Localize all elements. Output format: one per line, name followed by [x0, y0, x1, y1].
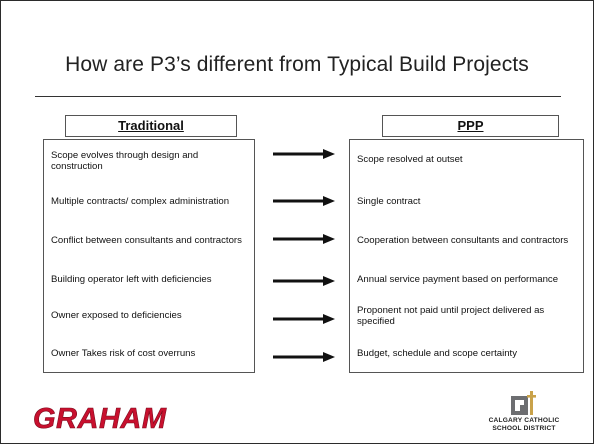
traditional-item-text: Owner exposed to deficiencies	[51, 310, 182, 322]
ppp-item: Cooperation between consultants and cont…	[350, 223, 583, 259]
cssd-logo-text: CALGARY CATHOLIC SCHOOL DISTRICT	[481, 417, 567, 432]
ppp-item: Proponent not paid until project deliver…	[350, 298, 583, 334]
traditional-item-text: Owner Takes risk of cost overruns	[51, 348, 196, 360]
traditional-item-text: Multiple contracts/ complex administrati…	[51, 196, 230, 208]
ppp-item: Scope resolved at outset	[350, 142, 583, 178]
traditional-header-label: Traditional	[118, 118, 184, 133]
traditional-box: Scope evolves through design and constru…	[43, 139, 255, 373]
ppp-item-text: Single contract	[357, 196, 421, 208]
slide-title: How are P3’s different from Typical Buil…	[65, 53, 529, 76]
cross-icon	[511, 391, 536, 415]
traditional-item-text: Building operator left with deficiencies	[51, 274, 212, 286]
ppp-item: Single contract	[350, 184, 583, 220]
arrow-right-icon	[273, 276, 335, 286]
ppp-box: Scope resolved at outset Single contract…	[349, 139, 584, 373]
traditional-item: Building operator left with deficiencies	[44, 262, 254, 298]
traditional-item-text: Scope evolves through design and constru…	[51, 149, 199, 173]
cssd-logo: CALGARY CATHOLIC SCHOOL DISTRICT	[481, 387, 567, 443]
traditional-item: Owner Takes risk of cost overruns	[44, 336, 254, 372]
cssd-line2: SCHOOL DISTRICT	[492, 424, 556, 432]
cssd-line1: CALGARY CATHOLIC	[488, 417, 560, 424]
ppp-item: Annual service payment based on performa…	[350, 262, 583, 298]
traditional-item: Conflict between consultants and contrac…	[44, 223, 254, 259]
ppp-header-label: PPP	[457, 118, 484, 133]
ppp-item-text: Annual service payment based on performa…	[357, 274, 559, 286]
title-divider	[35, 96, 561, 97]
graham-logo-text: GRAHAM	[33, 403, 167, 433]
traditional-item: Scope evolves through design and constru…	[44, 143, 254, 179]
ppp-item-text: Scope resolved at outset	[357, 154, 463, 166]
traditional-header: Traditional	[65, 115, 237, 137]
ppp-item: Budget, schedule and scope certainty	[350, 336, 583, 372]
arrow-right-icon	[273, 196, 335, 206]
ppp-item-text: Proponent not paid until project deliver…	[357, 304, 545, 328]
traditional-item-text: Conflict between consultants and contrac…	[51, 235, 242, 247]
arrow-right-icon	[273, 314, 335, 324]
arrow-right-icon	[273, 234, 335, 244]
ppp-header: PPP	[382, 115, 559, 137]
arrow-right-icon	[273, 149, 335, 159]
traditional-item: Owner exposed to deficiencies	[44, 298, 254, 334]
graham-logo: GRAHAM	[33, 403, 167, 433]
ppp-item-text: Budget, schedule and scope certainty	[357, 348, 518, 360]
arrow-right-icon	[273, 352, 335, 362]
traditional-item: Multiple contracts/ complex administrati…	[44, 184, 254, 220]
ppp-item-text: Cooperation between consultants and cont…	[357, 235, 569, 247]
